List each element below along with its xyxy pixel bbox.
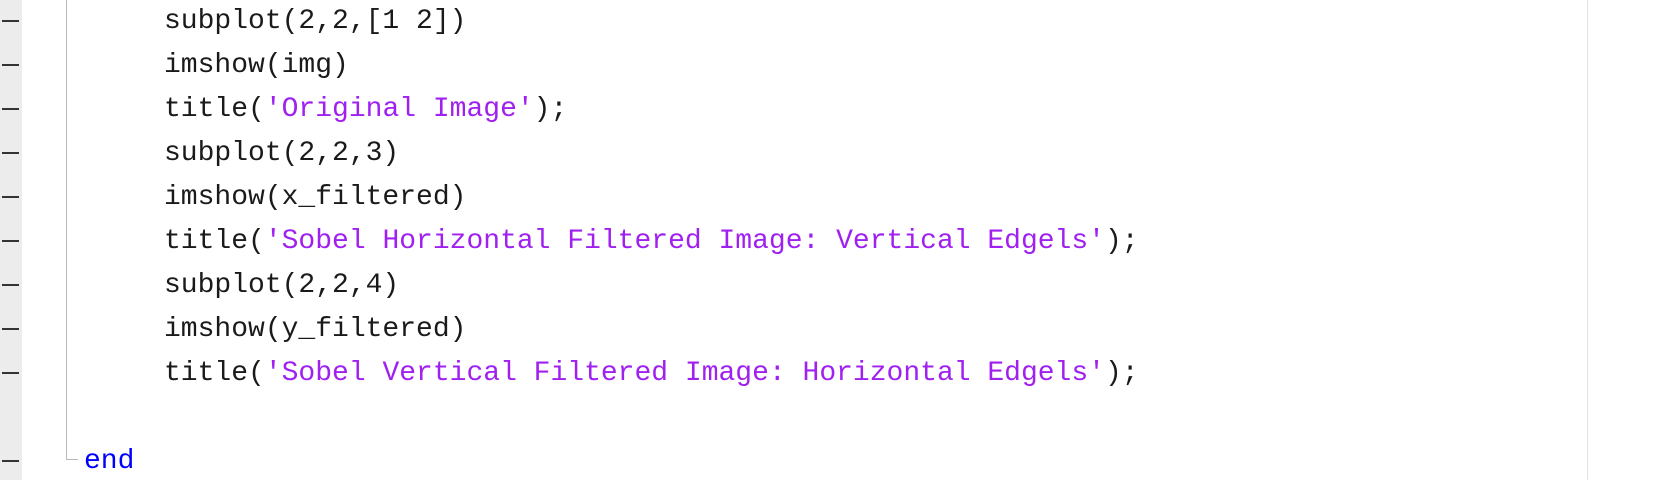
string-literal: 'Sobel Horizontal Filtered Image: Vertic… xyxy=(264,226,1105,257)
code-text: subplot(2,2,[1 2]) xyxy=(164,6,467,37)
code-line[interactable]: imshow(img) xyxy=(0,44,1587,88)
code-text: title('Original Image'); xyxy=(164,91,567,129)
code-text: subplot(2,2,4) xyxy=(164,270,400,301)
breakpoint-dash-icon[interactable] xyxy=(2,460,19,462)
code-line[interactable]: end xyxy=(0,440,1587,480)
statement-end: ); xyxy=(1104,358,1139,389)
function-call: title( xyxy=(164,358,265,389)
function-call: title( xyxy=(164,226,265,257)
right-margin-line xyxy=(1587,0,1588,480)
function-call: title( xyxy=(164,94,265,125)
code-text: imshow(y_filtered) xyxy=(164,314,467,345)
code-line[interactable]: imshow(x_filtered) xyxy=(0,176,1587,220)
code-text: title('Sobel Horizontal Filtered Image: … xyxy=(164,223,1139,261)
code-text: title('Sobel Vertical Filtered Image: Ho… xyxy=(164,355,1139,393)
code-line[interactable]: subplot(2,2,3) xyxy=(0,132,1587,176)
breakpoint-dash-icon[interactable] xyxy=(2,108,19,110)
breakpoint-dash-icon[interactable] xyxy=(2,20,19,22)
breakpoint-dash-icon[interactable] xyxy=(2,196,19,198)
code-line[interactable]: title('Sobel Vertical Filtered Image: Ho… xyxy=(0,352,1587,396)
code-line[interactable]: title('Original Image'); xyxy=(0,88,1587,132)
code-fold-guide xyxy=(66,0,67,460)
breakpoint-dash-icon[interactable] xyxy=(2,372,19,374)
string-literal: 'Original Image' xyxy=(264,94,534,125)
code-line[interactable]: title('Sobel Horizontal Filtered Image: … xyxy=(0,220,1587,264)
statement-end: ); xyxy=(533,94,568,125)
keyword-end: end xyxy=(84,446,135,477)
code-text: imshow(img) xyxy=(164,50,349,81)
code-fold-end-marker xyxy=(66,459,78,460)
code-line[interactable]: subplot(2,2,4) xyxy=(0,264,1587,308)
breakpoint-dash-icon[interactable] xyxy=(2,284,19,286)
breakpoint-dash-icon[interactable] xyxy=(2,328,19,330)
code-text: subplot(2,2,3) xyxy=(164,138,400,169)
code-line-blank[interactable] xyxy=(0,396,1587,440)
code-text: imshow(x_filtered) xyxy=(164,182,467,213)
code-line[interactable]: subplot(2,2,[1 2]) xyxy=(0,0,1587,44)
string-literal: 'Sobel Vertical Filtered Image: Horizont… xyxy=(264,358,1105,389)
breakpoint-dash-icon[interactable] xyxy=(2,240,19,242)
breakpoint-dash-icon[interactable] xyxy=(2,64,19,66)
code-line[interactable]: imshow(y_filtered) xyxy=(0,308,1587,352)
statement-end: ); xyxy=(1104,226,1139,257)
breakpoint-dash-icon[interactable] xyxy=(2,152,19,154)
fold-gutter xyxy=(22,0,64,480)
